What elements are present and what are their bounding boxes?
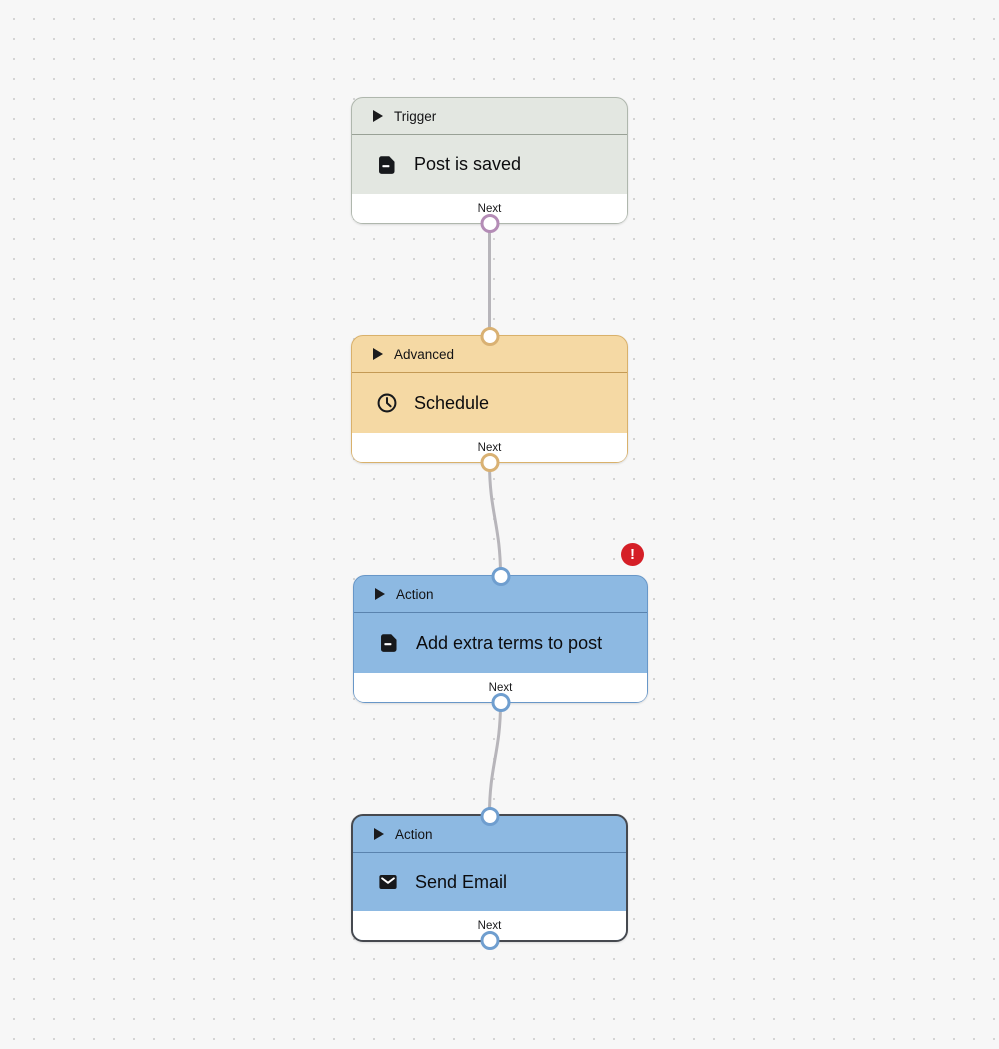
triangle-right-icon[interactable] bbox=[373, 110, 383, 122]
node-header[interactable]: Action bbox=[353, 816, 626, 853]
wire-schedule-to-action1[interactable] bbox=[488, 461, 502, 577]
node-title: Schedule bbox=[414, 392, 490, 413]
node-trigger[interactable]: Trigger Post is saved Next bbox=[351, 97, 628, 233]
output-port[interactable] bbox=[480, 930, 499, 950]
node-category-label: Action bbox=[395, 826, 433, 842]
node-title: Add extra terms to post bbox=[416, 632, 603, 653]
node-title: Post is saved bbox=[414, 154, 522, 174]
envelope-icon bbox=[377, 871, 399, 893]
node-body[interactable]: Send Email bbox=[353, 853, 626, 911]
node-body[interactable]: Add extra terms to post bbox=[354, 613, 647, 673]
input-port[interactable] bbox=[491, 566, 510, 586]
node-header[interactable]: Trigger bbox=[352, 98, 627, 135]
node-action-send-email[interactable]: Action Send Email Next bbox=[351, 806, 628, 950]
clock-icon bbox=[376, 392, 398, 414]
input-port[interactable] bbox=[480, 326, 499, 346]
document-icon bbox=[376, 154, 398, 176]
triangle-right-icon[interactable] bbox=[373, 348, 383, 360]
node-category-label: Action bbox=[396, 586, 434, 602]
next-label: Next bbox=[477, 441, 502, 454]
node-title: Send Email bbox=[415, 871, 508, 892]
wire-action1-to-action2[interactable] bbox=[488, 701, 502, 816]
node-body[interactable]: Schedule bbox=[352, 373, 627, 433]
next-label: Next bbox=[477, 202, 502, 215]
node-category-label: Advanced bbox=[394, 346, 455, 362]
node-header[interactable]: Action bbox=[354, 576, 647, 613]
document-icon bbox=[378, 632, 400, 654]
next-label: Next bbox=[488, 681, 513, 694]
next-label: Next bbox=[477, 919, 502, 932]
input-port[interactable] bbox=[480, 806, 499, 826]
node-advanced[interactable]: Advanced Schedule Next bbox=[351, 326, 628, 472]
triangle-right-icon[interactable] bbox=[374, 828, 384, 840]
node-body[interactable]: Post is saved bbox=[352, 135, 627, 194]
error-badge[interactable]: ! bbox=[621, 543, 644, 566]
node-action-add-extra-terms[interactable]: ! Action Add extra terms to post Next bbox=[353, 543, 648, 712]
output-port[interactable] bbox=[480, 213, 499, 233]
output-port[interactable] bbox=[480, 452, 499, 472]
output-port[interactable] bbox=[491, 692, 510, 712]
node-header[interactable]: Advanced bbox=[352, 336, 627, 373]
node-category-label: Trigger bbox=[394, 108, 437, 124]
triangle-right-icon[interactable] bbox=[375, 588, 385, 600]
